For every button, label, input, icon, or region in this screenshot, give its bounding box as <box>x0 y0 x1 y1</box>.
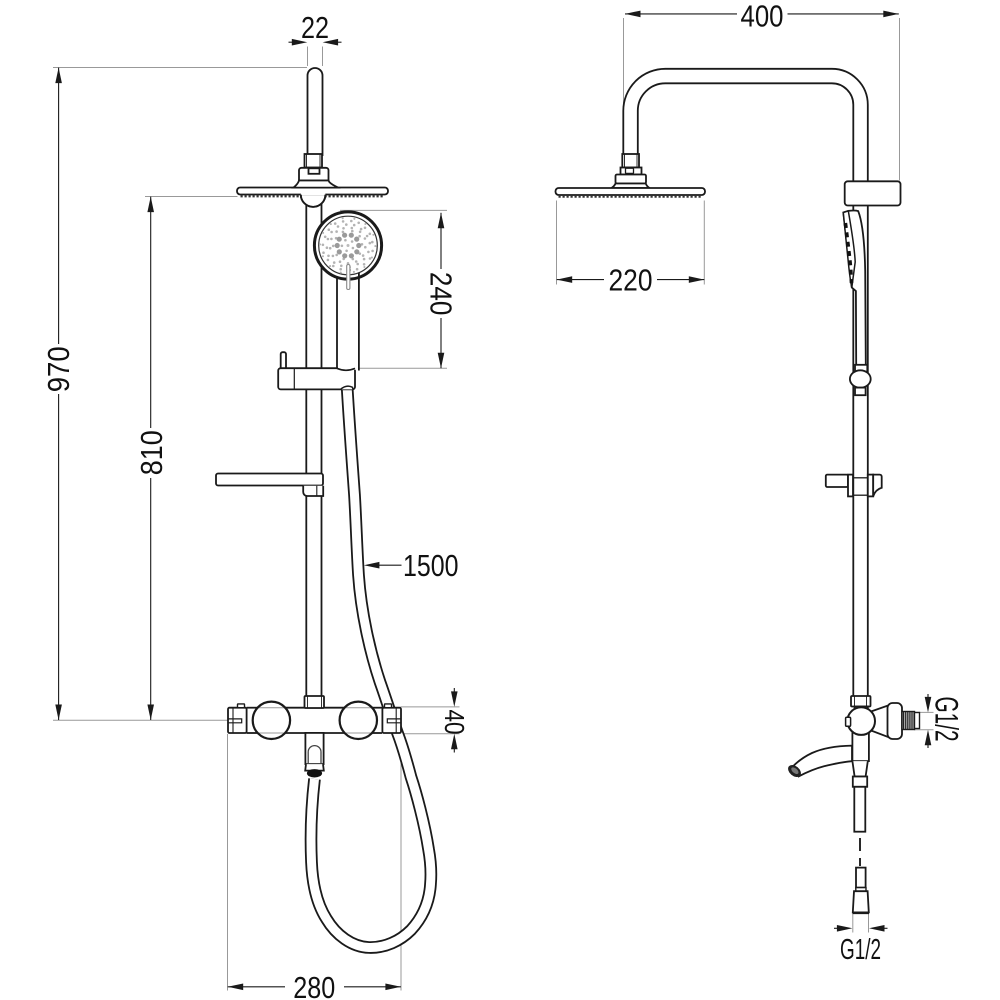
svg-text:240: 240 <box>423 272 458 315</box>
svg-text:810: 810 <box>136 430 170 475</box>
svg-text:220: 220 <box>609 264 653 298</box>
svg-text:G1/2: G1/2 <box>840 934 881 966</box>
svg-text:400: 400 <box>740 0 783 34</box>
svg-text:40: 40 <box>438 709 469 734</box>
svg-text:280: 280 <box>293 969 335 1000</box>
svg-text:22: 22 <box>301 9 329 44</box>
svg-text:1500: 1500 <box>403 549 458 583</box>
svg-text:G1/2: G1/2 <box>928 696 964 741</box>
svg-text:970: 970 <box>41 346 76 392</box>
